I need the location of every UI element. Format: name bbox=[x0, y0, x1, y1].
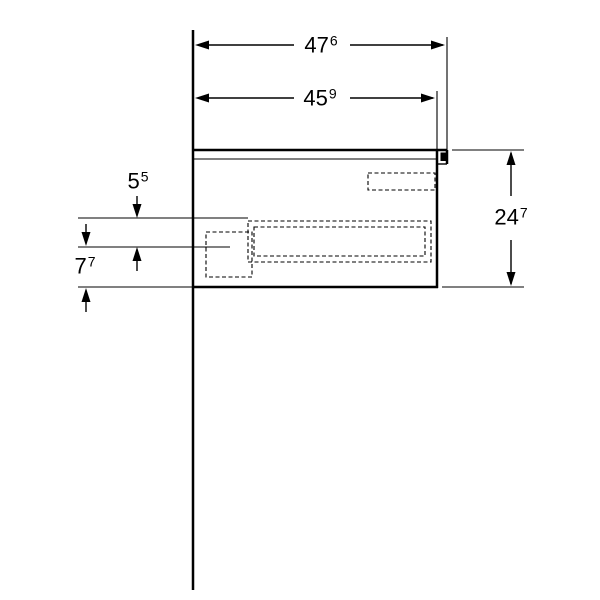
dim-label-height: 247 bbox=[491, 204, 531, 230]
dim-value: 7 bbox=[74, 253, 87, 279]
arrow-right-icon bbox=[421, 93, 435, 103]
dim-label-basin-depth: 459 bbox=[300, 85, 340, 111]
basin-edge-detail bbox=[440, 152, 448, 161]
dim-superscript: 7 bbox=[87, 253, 96, 270]
arrow-up-icon bbox=[506, 151, 516, 165]
dim-label-overall-depth: 476 bbox=[301, 32, 341, 58]
dim-value: 5 bbox=[127, 168, 140, 194]
arrow-right-icon bbox=[431, 40, 445, 50]
dim-value: 47 bbox=[304, 32, 329, 58]
arrow-down-icon bbox=[506, 272, 516, 286]
dim-superscript: 7 bbox=[519, 204, 528, 221]
basin-bowl-dashed-outline bbox=[367, 172, 436, 191]
arrow-down-icon bbox=[132, 204, 142, 218]
dim-value: 45 bbox=[303, 85, 328, 111]
siphon-cutout-dashed-outline bbox=[205, 231, 253, 278]
dim-superscript: 5 bbox=[140, 168, 149, 185]
dim-label-offset-bottom: 77 bbox=[71, 253, 99, 279]
dim-label-offset-top: 55 bbox=[124, 168, 152, 194]
arrow-left-icon bbox=[195, 40, 209, 50]
dim-superscript: 9 bbox=[328, 85, 337, 102]
arrow-up-icon bbox=[81, 288, 91, 302]
arrow-left-icon bbox=[195, 93, 209, 103]
arrow-down-icon bbox=[81, 232, 91, 246]
dim-value: 24 bbox=[494, 204, 519, 230]
drawer-dashed-outline bbox=[247, 220, 432, 263]
drawer-inner-dashed-outline bbox=[253, 226, 426, 257]
dim-superscript: 6 bbox=[329, 32, 338, 49]
arrow-up-icon bbox=[132, 247, 142, 261]
